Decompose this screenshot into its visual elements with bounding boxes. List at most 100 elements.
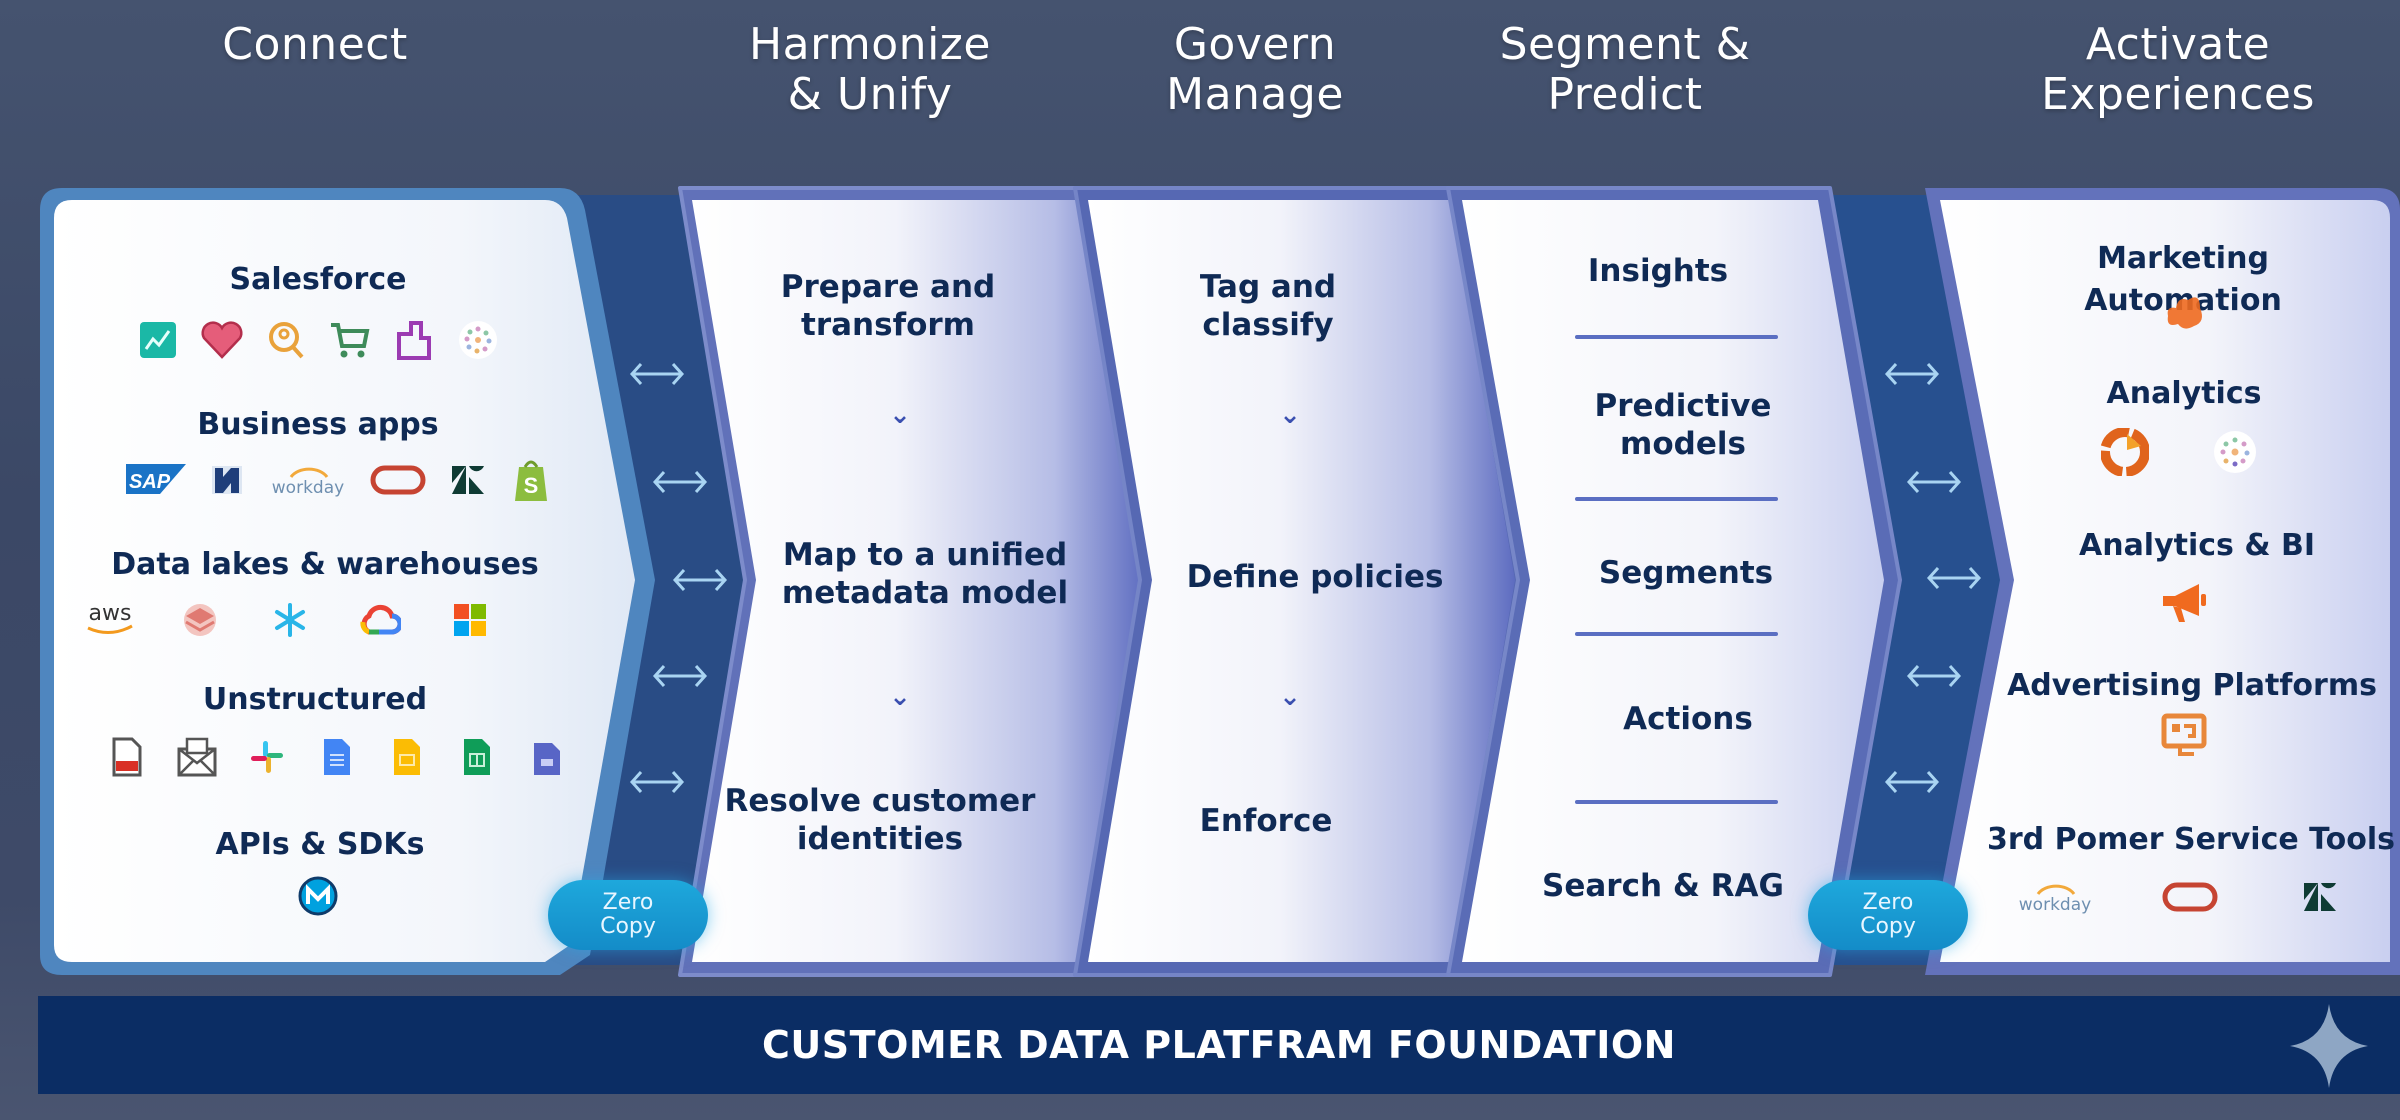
ad-monitor-icon [2152, 713, 2216, 758]
sap-logo: SAP [116, 458, 196, 502]
divider [1575, 632, 1778, 636]
analytics-pie-icon [2070, 428, 2180, 476]
pdf-file-icon [92, 735, 162, 779]
service-tools-icons: workday [1980, 875, 2390, 919]
building-blocks-icon [382, 318, 446, 362]
svg-text:S: S [524, 473, 539, 498]
divider [1575, 800, 1778, 804]
segment-panel [1462, 200, 1884, 962]
svg-text:SAP: SAP [129, 471, 171, 493]
microsoft-logo [425, 598, 515, 642]
stage-title-segment: Segment &Predict [1499, 19, 1751, 120]
aws-logo: aws [65, 598, 155, 642]
connect-section-apis: APIs & SDKs [215, 827, 425, 862]
bidirectional-arrow-icon [672, 568, 728, 592]
segment-item-segments: Segments [1598, 555, 1774, 591]
chevron-down-icon: ⌄ [1279, 400, 1301, 430]
zendesk-logo [2250, 875, 2390, 919]
harmonize-panel [692, 200, 1145, 962]
salesforce-icons [126, 318, 510, 362]
dots-circle-icon [2180, 430, 2290, 474]
slack-logo [232, 735, 302, 779]
email-icon [162, 735, 232, 779]
govern-step-enforce: Enforce [1199, 803, 1333, 839]
chevron-down-icon: ⌄ [1279, 682, 1301, 712]
netsuite-logo [196, 458, 258, 502]
marketing-icons [2152, 288, 2216, 332]
mulesoft-logo [286, 874, 350, 918]
bidirectional-arrow-icon [1884, 770, 1940, 794]
forms-file-icon [512, 735, 582, 779]
data-lakes-icons: aws [65, 598, 515, 642]
svg-text:workday: workday [272, 478, 344, 497]
workday-logo: workday [1980, 875, 2130, 919]
analytics-bi-icons [2153, 580, 2217, 624]
megaphone-icon [2153, 580, 2217, 624]
govern-step-define: Define policies [1186, 559, 1444, 595]
connect-section-business-apps: Business apps [197, 407, 439, 442]
search-person-icon [254, 318, 318, 362]
chevron-down-icon: ⌄ [889, 400, 911, 430]
activate-panel [1940, 200, 2390, 962]
connect-section-unstructured: Unstructured [202, 682, 428, 717]
bidirectional-arrow-icon [1906, 664, 1962, 688]
segment-item-actions: Actions [1623, 701, 1753, 737]
heart-icon [190, 318, 254, 362]
foundation-bar: CUSTOMER DATA PLATFRAM FOUNDATION [38, 996, 2400, 1094]
marketing-automation-icon [2152, 288, 2216, 332]
sales-analytics-icon [126, 318, 190, 362]
advertising-icons [2152, 713, 2216, 758]
apis-icons [286, 874, 350, 918]
bidirectional-arrow-icon [652, 664, 708, 688]
stage-title-connect: Connect [222, 19, 408, 70]
bidirectional-arrow-icon [629, 362, 685, 386]
google-cloud-logo [335, 598, 425, 642]
divider [1575, 497, 1778, 501]
svg-text:workday: workday [2019, 895, 2091, 914]
business-apps-icons: SAP workday S [116, 458, 564, 502]
google-docs-icon [302, 735, 372, 779]
analytics-icons [2070, 428, 2290, 476]
zendesk-logo [438, 458, 498, 502]
bidirectional-arrow-icon [1884, 362, 1940, 386]
activate-section-advertising: Advertising Platforms [2007, 668, 2377, 703]
svg-text:aws: aws [89, 601, 132, 626]
oracle-logo [358, 458, 438, 502]
divider [1575, 335, 1778, 339]
bidirectional-arrow-icon [652, 470, 708, 494]
segment-item-insights: Insights [1587, 253, 1729, 289]
workday-logo: workday [258, 458, 358, 502]
activate-section-analytics-bi: Analytics & BI [2078, 528, 2316, 563]
bidirectional-arrow-icon [1906, 470, 1962, 494]
stage-title-harmonize: Harmonize& Unify [749, 19, 991, 120]
activate-section-service-tools: 3rd Pomer Service Tools [1986, 822, 2396, 857]
oracle-logo [2130, 875, 2250, 919]
bidirectional-arrow-icon [1926, 566, 1982, 590]
bidirectional-arrow-icon [629, 770, 685, 794]
shopify-logo: S [498, 458, 564, 502]
connect-section-salesforce: Salesforce [229, 262, 407, 297]
foundation-label: CUSTOMER DATA PLATFRAM FOUNDATION [762, 1023, 1676, 1067]
segment-item-search-rag: Search & RAG [1542, 868, 1784, 904]
dots-circle-icon [446, 318, 510, 362]
govern-panel [1088, 200, 1515, 962]
google-slides-icon [372, 735, 442, 779]
activate-section-analytics: Analytics [2106, 376, 2262, 411]
chevron-down-icon: ⌄ [889, 682, 911, 712]
snowflake-logo [245, 598, 335, 642]
unstructured-icons [92, 735, 582, 779]
connect-section-data-lakes: Data lakes & warehouses [111, 547, 539, 582]
google-sheets-icon [442, 735, 512, 779]
sparkle-icon [2290, 1004, 2368, 1088]
databricks-logo [155, 598, 245, 642]
shopping-cart-icon [318, 318, 382, 362]
